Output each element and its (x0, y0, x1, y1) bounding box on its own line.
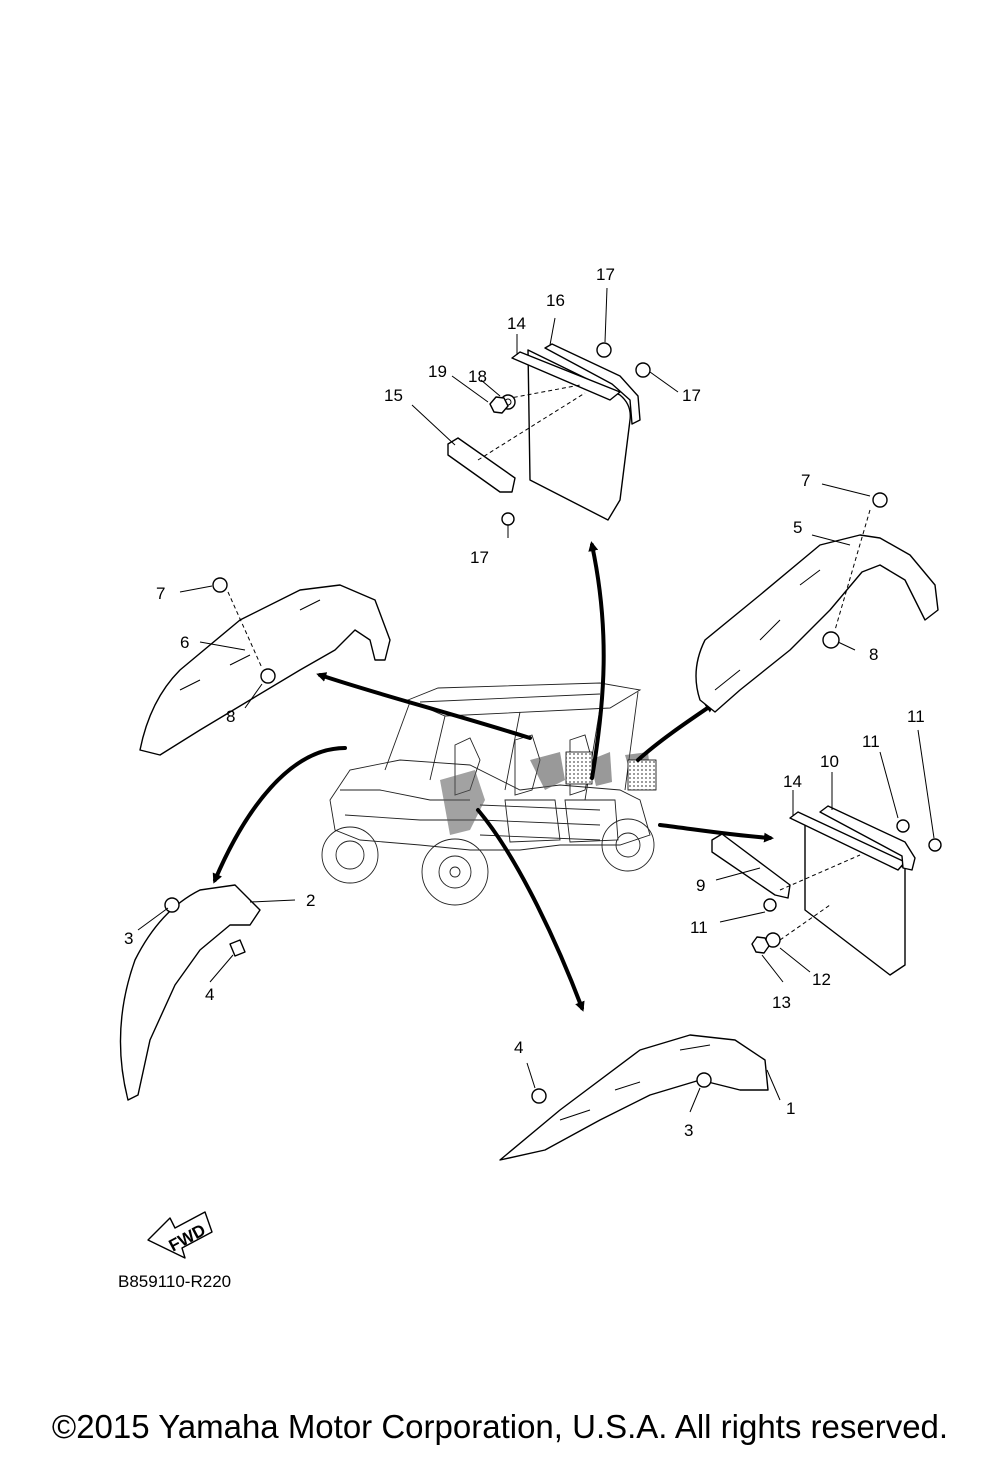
screw-icon (164, 897, 180, 913)
callout-16: 16 (546, 291, 565, 310)
callout-12: 12 (812, 970, 831, 989)
callout-13: 13 (772, 993, 791, 1012)
callout-3: 3 (684, 1121, 693, 1140)
callout-4: 4 (514, 1038, 523, 1057)
screw-icon (635, 362, 651, 378)
callout-11: 11 (862, 732, 880, 751)
right-mud-flap-assembly (711, 805, 942, 976)
nut-icon (489, 396, 509, 414)
nut-icon (751, 936, 770, 954)
front-right-fender (499, 1034, 769, 1161)
screw-icon (872, 492, 888, 508)
pointer-arrows (212, 541, 774, 1012)
callout-11: 11 (690, 918, 708, 937)
callout-7: 7 (156, 584, 165, 603)
callout-11: 11 (907, 707, 925, 726)
callout-8: 8 (869, 645, 878, 664)
screw-icon (501, 512, 515, 526)
callout-14: 14 (783, 772, 802, 791)
left-rear-fender (139, 577, 391, 756)
screw-icon (896, 819, 910, 833)
front-left-fender (119, 884, 261, 1101)
fwd-arrow-icon: FWD (147, 1211, 213, 1259)
copyright-footer: ©2015 Yamaha Motor Corporation, U.S.A. A… (51, 1408, 949, 1445)
callout-15: 15 (384, 386, 403, 405)
callout-8: 8 (226, 707, 235, 726)
callout-17: 17 (596, 265, 615, 284)
rear-mud-flap-assembly (447, 342, 651, 538)
callout-14: 14 (507, 314, 526, 333)
callout-17: 17 (470, 548, 489, 567)
callout-6: 6 (180, 633, 189, 652)
callout-10: 10 (820, 752, 839, 771)
callout-18: 18 (468, 367, 487, 386)
vehicle-illustration (321, 682, 657, 906)
right-rear-fender (695, 492, 939, 713)
callout-numbers: 1 2 3 3 4 4 5 6 7 7 8 8 9 10 11 11 11 12… (124, 265, 925, 1140)
callout-19: 19 (428, 362, 447, 381)
screw-icon (596, 342, 612, 358)
leader-lines (137, 287, 935, 1113)
callout-3: 3 (124, 929, 133, 948)
callout-9: 9 (696, 876, 705, 895)
screw-icon (696, 1072, 712, 1088)
nut-icon (822, 631, 840, 649)
screw-icon (212, 577, 228, 593)
screw-icon (763, 898, 777, 912)
callout-1: 1 (786, 1099, 795, 1118)
callout-7: 7 (801, 471, 810, 490)
nut-icon (531, 1088, 547, 1104)
callout-4: 4 (205, 985, 214, 1004)
screw-icon (928, 838, 942, 852)
callout-2: 2 (306, 891, 315, 910)
clip-icon (229, 939, 246, 957)
callout-17: 17 (682, 386, 701, 405)
callout-5: 5 (793, 518, 802, 537)
nut-icon (260, 668, 276, 684)
reference-code: B859110-R220 (118, 1272, 231, 1291)
